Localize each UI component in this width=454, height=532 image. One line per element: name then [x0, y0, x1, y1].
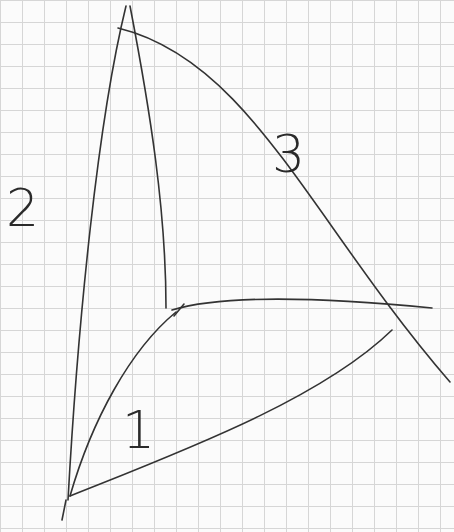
bottom-edge	[70, 330, 392, 496]
tail-stroke	[62, 500, 66, 520]
region-number: 2	[6, 182, 39, 234]
left-edge	[68, 6, 126, 500]
region-number: 1	[122, 404, 155, 456]
right-edge	[118, 28, 450, 382]
middle-edge	[172, 299, 432, 310]
inner-edge	[130, 6, 166, 308]
region-number: 3	[272, 128, 305, 180]
lower-left-edge	[70, 312, 176, 496]
corner-mark	[174, 304, 184, 316]
